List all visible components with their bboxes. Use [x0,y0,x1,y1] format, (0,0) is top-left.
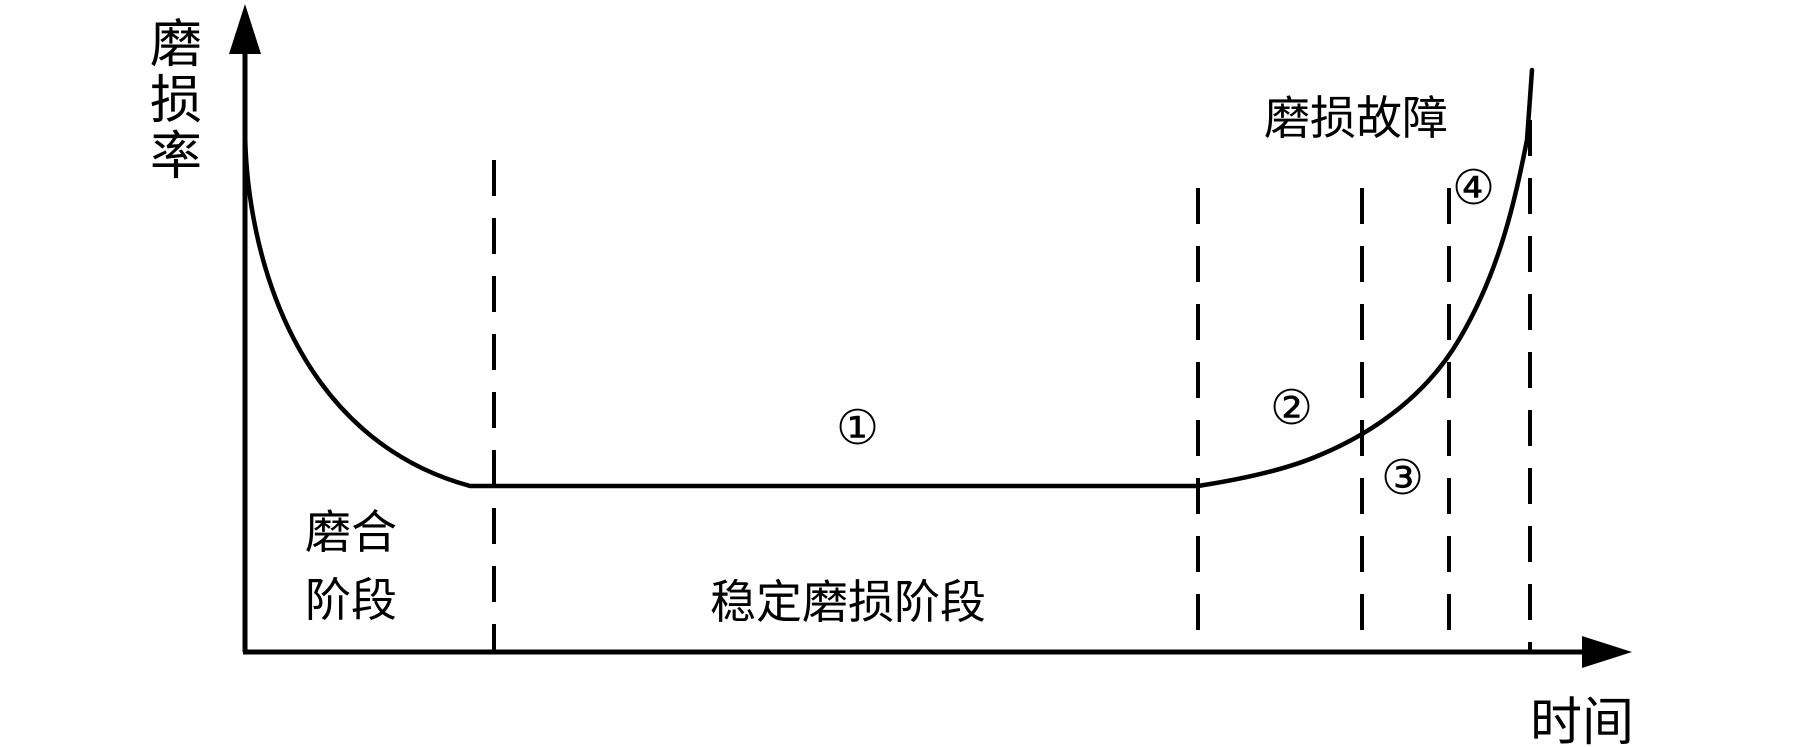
break-in-label-line1: 磨合 [305,505,397,559]
break-in-label-line2: 阶段 [305,573,397,627]
x-axis-label: 时间 [1530,693,1634,747]
marker-1: ① [836,400,879,456]
y-axis-label-char-2: 损 [150,71,202,131]
y-axis-arrow [229,4,261,54]
wear-failure-label: 磨损故障 [1264,91,1448,145]
marker-2: ② [1270,380,1313,436]
y-axis-label-char-3: 率 [150,127,202,187]
x-axis-arrow [1582,636,1632,668]
marker-4: ④ [1452,160,1495,216]
stable-wear-label: 稳定磨损阶段 [710,575,986,629]
wear-rate-curve [242,67,1535,489]
stage-boundaries [492,120,1532,652]
marker-3: ③ [1381,450,1424,506]
y-axis-label-char-1: 磨 [150,15,202,75]
